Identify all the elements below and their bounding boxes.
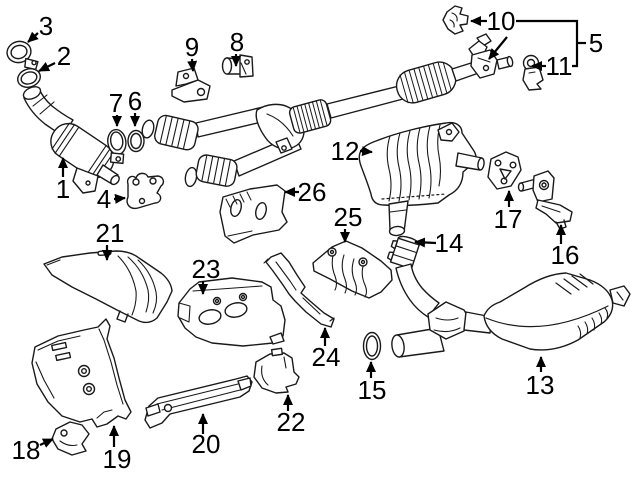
callout-18[interactable]: 18: [11, 435, 41, 465]
part-heat-shield-strip-24: [263, 252, 335, 328]
callout-25[interactable]: 25: [333, 202, 363, 232]
part-bracket-18: [51, 421, 90, 456]
part-bracket-4: [126, 172, 165, 210]
part-heat-shield-25: [312, 240, 393, 299]
part-heat-shield-22: [253, 347, 300, 394]
leader-12: [359, 146, 373, 157]
callout-8[interactable]: 8: [229, 27, 245, 57]
callout-22[interactable]: 22: [276, 407, 306, 437]
callout-10[interactable]: 10: [486, 6, 516, 36]
callout-20[interactable]: 20: [191, 429, 221, 459]
part-connector-clamp-14: [386, 235, 420, 270]
part-mount-isolator-8: [221, 54, 254, 78]
callout-12[interactable]: 12: [330, 136, 360, 166]
part-sealing-ring-6: [127, 129, 145, 153]
leader-5: [488, 36, 508, 60]
part-center-muffler: [358, 121, 485, 237]
leader-18: [39, 438, 54, 448]
part-bracket-11: [522, 54, 544, 91]
leader-4: [113, 193, 126, 204]
part-bracket-9: [171, 67, 211, 103]
callout-21[interactable]: 21: [95, 218, 125, 248]
part-heat-shield-19: [31, 318, 132, 428]
callout-7[interactable]: 7: [108, 88, 124, 118]
callout-5[interactable]: 5: [588, 28, 604, 58]
part-bracket-10: [442, 5, 469, 35]
callout-15[interactable]: 15: [357, 375, 387, 405]
part-heat-shield-21: [43, 249, 173, 324]
callout-11[interactable]: 11: [545, 51, 573, 81]
callout-4[interactable]: 4: [96, 184, 112, 214]
leader-9: [187, 58, 198, 72]
leader-3: [27, 31, 39, 43]
callout-24[interactable]: 24: [311, 342, 341, 372]
callout-16[interactable]: 16: [550, 240, 580, 270]
callout-19[interactable]: 19: [102, 444, 132, 474]
callout-26[interactable]: 26: [297, 177, 327, 207]
part-heat-shield-20: [144, 375, 253, 429]
part-gasket-ring-front: [17, 68, 41, 88]
part-heat-shield-26: [219, 184, 288, 244]
part-hanger-bracket-16: [517, 170, 573, 230]
leader-lines: [27, 16, 586, 448]
callout-1[interactable]: 1: [55, 174, 71, 204]
part-rear-muffler-assembly: [391, 263, 631, 358]
part-clamp-front: [6, 40, 39, 71]
leader-14: [414, 237, 437, 248]
callout-2[interactable]: 2: [56, 41, 72, 71]
part-downpipe-catalytic-converter: [22, 86, 120, 194]
callout-23[interactable]: 23: [191, 254, 221, 284]
part-heat-shield-23: [177, 277, 286, 347]
callout-6[interactable]: 6: [127, 86, 143, 116]
leader-2: [38, 62, 56, 72]
callout-13[interactable]: 13: [525, 370, 555, 400]
part-center-pipe-assembly: [141, 33, 514, 188]
part-gasket-ring-15: [362, 331, 382, 361]
part-clamp-7: [107, 128, 127, 165]
callout-14[interactable]: 14: [434, 228, 464, 258]
part-bracket-17: [487, 151, 522, 190]
callout-3[interactable]: 3: [38, 11, 54, 41]
callout-9[interactable]: 9: [184, 32, 200, 62]
callout-17[interactable]: 17: [493, 204, 523, 234]
